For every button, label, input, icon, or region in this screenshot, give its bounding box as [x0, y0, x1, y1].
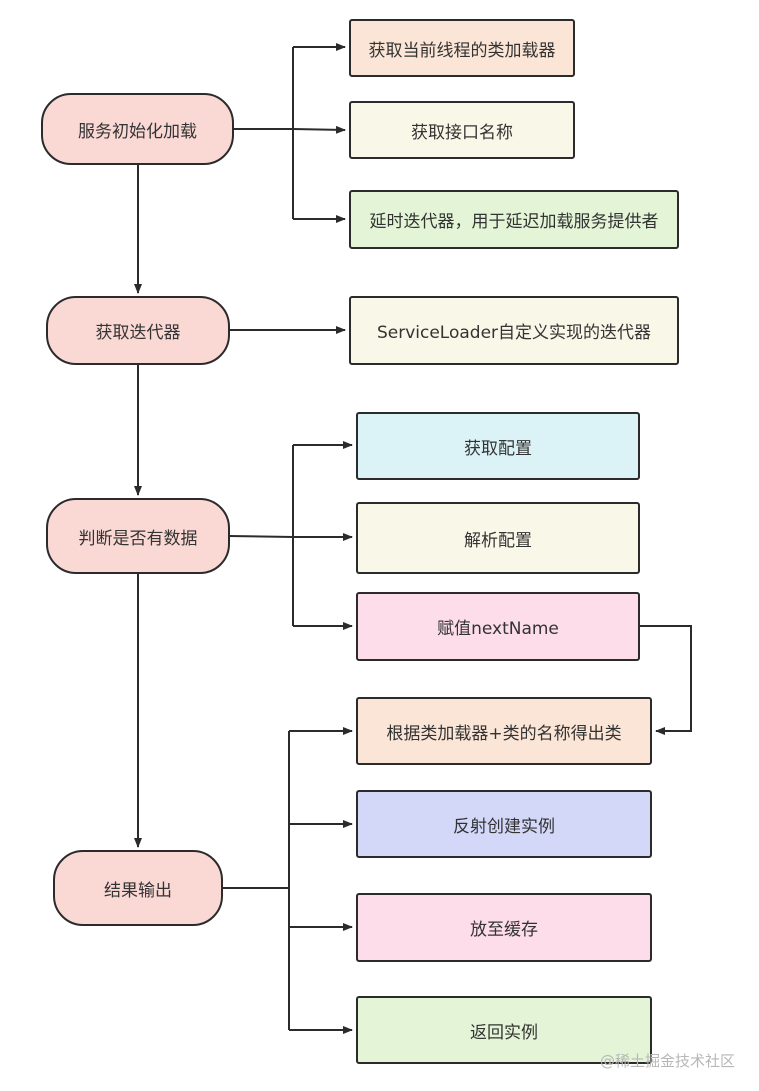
node-put-in-cache: 放至缓存	[356, 893, 652, 962]
node-get-thread-classloader: 获取当前线程的类加载器	[349, 19, 575, 77]
node-assign-nextname: 赋值nextName	[356, 592, 640, 661]
node-get-interface-name: 获取接口名称	[349, 101, 575, 159]
node-get-iterator: 获取迭代器	[46, 296, 230, 365]
node-lazy-iterator: 延时迭代器，用于延迟加载服务提供者	[349, 190, 679, 249]
node-check-has-data: 判断是否有数据	[46, 498, 230, 574]
node-service-init: 服务初始化加载	[41, 93, 234, 165]
node-reflect-create-instance: 反射创建实例	[356, 790, 652, 858]
arrow-to-interface-name	[292, 125, 346, 134]
node-resolve-class: 根据类加载器+类的名称得出类	[356, 697, 652, 765]
node-return-instance: 返回实例	[356, 996, 652, 1064]
node-parse-config: 解析配置	[356, 502, 640, 574]
node-serviceloader-iterator: ServiceLoader自定义实现的迭代器	[349, 296, 679, 365]
node-output-result: 结果输出	[53, 850, 223, 926]
node-get-config: 获取配置	[356, 412, 640, 480]
connector-check-trunk	[228, 535, 294, 538]
arrow-nextname-to-class	[640, 625, 692, 735]
watermark-text: @稀土掘金技术社区	[599, 1052, 735, 1070]
